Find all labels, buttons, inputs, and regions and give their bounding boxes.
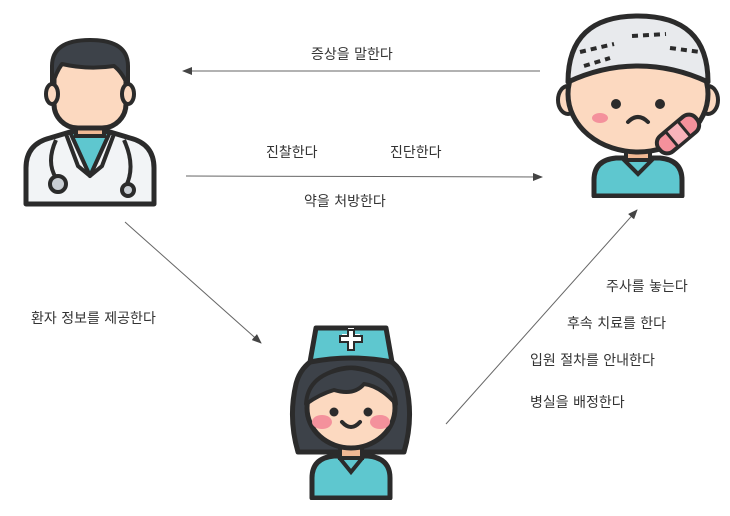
label-prescribe: 약을 처방한다 [304, 194, 386, 210]
label-follow-up: 후속 치료를 한다 [567, 316, 667, 332]
arrow-doctor-to-patient [185, 172, 543, 181]
label-injection: 주사를 놓는다 [606, 279, 688, 295]
arrow-doctor-to-nurse [124, 221, 262, 344]
nurse-icon [289, 325, 413, 500]
label-patient-to-doctor: 증상을 말한다 [311, 47, 393, 63]
arrow-nurse-to-patient [445, 209, 638, 425]
doctor-icon [23, 38, 157, 207]
label-assign-ward: 병실을 배정한다 [530, 395, 625, 411]
label-examine: 진찰한다 [266, 145, 318, 161]
label-diagnose: 진단한다 [390, 145, 442, 161]
label-admission-guide: 입원 절차를 안내한다 [530, 353, 655, 369]
injured-patient-icon [556, 13, 720, 198]
label-doctor-to-nurse: 환자 정보를 제공한다 [31, 311, 156, 327]
